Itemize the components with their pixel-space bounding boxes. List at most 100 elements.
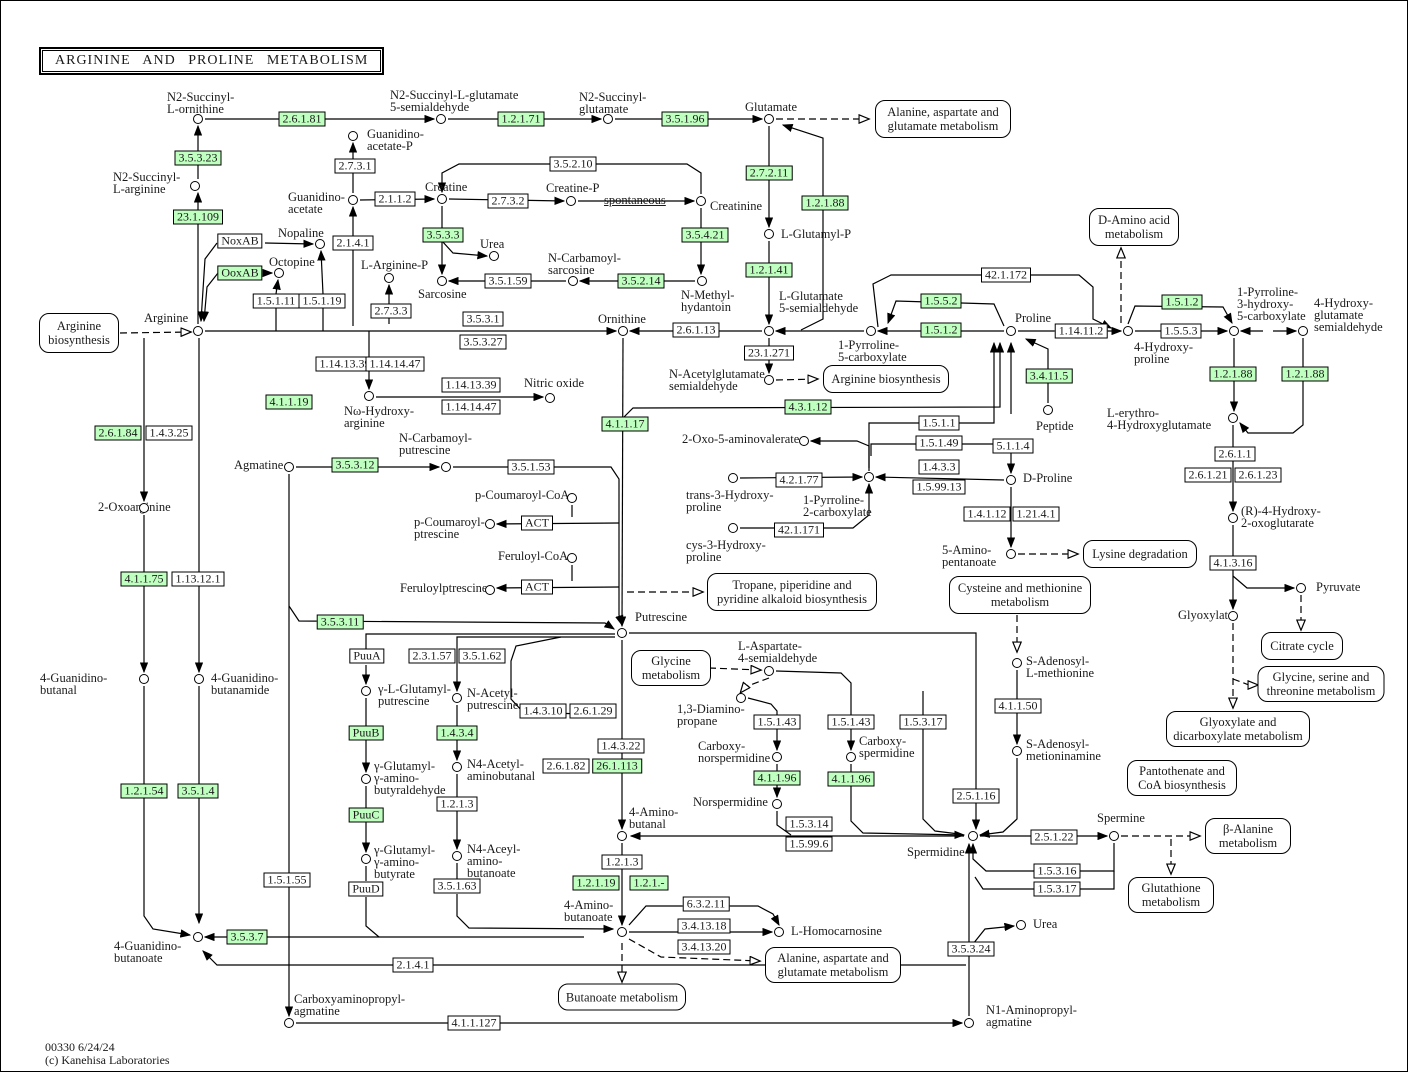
enzyme-box[interactable]: 4.1.1.50	[994, 698, 1042, 714]
compound-node[interactable]	[437, 194, 447, 204]
enzyme-box[interactable]: 1.2.1.41	[745, 262, 793, 278]
compound-node[interactable]	[361, 854, 371, 864]
compound-node[interactable]	[1006, 549, 1016, 559]
enzyme-box[interactable]: 2.7.3.3	[370, 303, 412, 319]
enzyme-box[interactable]: 2.6.1.23	[1234, 467, 1282, 483]
compound-node[interactable]	[617, 628, 627, 638]
compound-node[interactable]	[361, 686, 371, 696]
compound-node[interactable]	[348, 195, 358, 205]
enzyme-box[interactable]: 3.5.3.11	[316, 614, 364, 630]
enzyme-box[interactable]: 1.2.1.88	[1209, 366, 1257, 382]
enzyme-box[interactable]: PuuB	[348, 725, 384, 741]
enzyme-box[interactable]: 3.5.1.96	[661, 111, 709, 127]
enzyme-box[interactable]: 1.14.14.47	[365, 356, 425, 372]
compound-node[interactable]	[1229, 326, 1239, 336]
enzyme-box[interactable]: 2.1.4.1	[332, 235, 374, 251]
enzyme-box[interactable]: 3.5.3.7	[226, 929, 268, 945]
enzyme-box[interactable]: 2.7.2.11	[745, 165, 793, 181]
compound-node[interactable]	[193, 326, 203, 336]
enzyme-box[interactable]: 1.2.1.88	[1281, 366, 1329, 382]
compound-node[interactable]	[452, 693, 462, 703]
enzyme-box[interactable]: 1.5.99.6	[785, 836, 833, 852]
compound-node[interactable]	[1006, 326, 1016, 336]
enzyme-box[interactable]: 1.5.3.14	[785, 816, 833, 832]
enzyme-box[interactable]: PuuC	[348, 807, 384, 823]
enzyme-box[interactable]: 2.6.1.84	[94, 425, 142, 441]
enzyme-box[interactable]: 1.4.1.12	[963, 506, 1011, 522]
compound-node[interactable]	[284, 462, 294, 472]
enzyme-box[interactable]: 3.5.1.62	[458, 648, 506, 664]
pathway-link-box[interactable]: Lysine degradation	[1083, 540, 1197, 568]
enzyme-box[interactable]: 2.6.1.82	[542, 758, 590, 774]
enzyme-box[interactable]: 3.5.2.14	[617, 273, 665, 289]
enzyme-box[interactable]: 1.5.1.43	[827, 714, 875, 730]
enzyme-box[interactable]: PuuA	[349, 648, 385, 664]
enzyme-box[interactable]: 3.5.1.53	[507, 459, 555, 475]
enzyme-box[interactable]: 2.7.3.1	[334, 158, 376, 174]
enzyme-box[interactable]: 1.14.11.2	[1054, 323, 1108, 339]
enzyme-box[interactable]: 2.6.1.1	[1214, 446, 1256, 462]
enzyme-box[interactable]: 3.5.1.63	[433, 878, 481, 894]
compound-node[interactable]	[764, 229, 774, 239]
enzyme-box[interactable]: 1.4.3.25	[145, 425, 193, 441]
compound-node[interactable]	[190, 181, 200, 191]
enzyme-box[interactable]: 3.4.13.18	[677, 918, 731, 934]
compound-node[interactable]	[1043, 405, 1053, 415]
enzyme-box[interactable]: 2.1.4.1	[392, 957, 434, 973]
compound-node[interactable]	[799, 436, 809, 446]
enzyme-box[interactable]: 6.3.2.11	[682, 896, 730, 912]
compound-node[interactable]	[284, 1018, 294, 1028]
compound-node[interactable]	[1123, 326, 1133, 336]
compound-node[interactable]	[866, 326, 876, 336]
enzyme-box[interactable]: 42.1.171	[774, 522, 824, 538]
compound-node[interactable]	[139, 503, 149, 513]
compound-node[interactable]	[1016, 920, 1026, 930]
enzyme-box[interactable]: 2.5.1.22	[1030, 829, 1078, 845]
compound-node[interactable]	[1109, 831, 1119, 841]
enzyme-box[interactable]: OoxAB	[217, 265, 263, 281]
enzyme-box[interactable]: 1.5.3.17	[899, 714, 947, 730]
compound-node[interactable]	[452, 851, 462, 861]
compound-node[interactable]	[361, 774, 371, 784]
compound-node[interactable]	[545, 393, 555, 403]
enzyme-box[interactable]: 4.1.1.75	[120, 571, 168, 587]
enzyme-box[interactable]: 3.5.3.24	[947, 941, 995, 957]
compound-node[interactable]	[274, 268, 284, 278]
enzyme-box[interactable]: 1.2.1.3	[601, 854, 643, 870]
enzyme-box[interactable]: 1.13.12.1	[171, 571, 225, 587]
enzyme-box[interactable]: 1.5.1.2	[1161, 294, 1203, 310]
enzyme-box[interactable]: 1.4.3.3	[918, 459, 960, 475]
compound-node[interactable]	[697, 276, 707, 286]
compound-node[interactable]	[384, 273, 394, 283]
compound-node[interactable]	[193, 114, 203, 124]
compound-node[interactable]	[436, 114, 446, 124]
compound-node[interactable]	[1012, 658, 1022, 668]
compound-node[interactable]	[728, 473, 738, 483]
enzyme-box[interactable]: 2.3.1.57	[408, 648, 456, 664]
enzyme-box[interactable]: 1.5.1.43	[753, 714, 801, 730]
enzyme-box[interactable]: 5.1.1.4	[992, 438, 1034, 454]
compound-node[interactable]	[1228, 413, 1238, 423]
enzyme-box[interactable]: 1.14.13.39	[441, 377, 501, 393]
enzyme-box[interactable]: 1.2.1.3	[436, 796, 478, 812]
compound-node[interactable]	[1228, 513, 1238, 523]
compound-node[interactable]	[772, 799, 782, 809]
enzyme-box[interactable]: 42.1.172	[981, 267, 1031, 283]
compound-node[interactable]	[567, 553, 577, 563]
enzyme-box[interactable]: 3.4.13.20	[677, 939, 731, 955]
compound-node[interactable]	[1296, 583, 1306, 593]
compound-node[interactable]	[617, 927, 627, 937]
enzyme-box[interactable]: ACT	[521, 515, 553, 531]
enzyme-box[interactable]: 4.1.1.19	[265, 394, 313, 410]
enzyme-box[interactable]: 4.1.1.17	[601, 416, 649, 432]
enzyme-box[interactable]: NoxAB	[217, 233, 263, 249]
compound-node[interactable]	[618, 326, 628, 336]
enzyme-box[interactable]: 1.14.14.47	[441, 399, 501, 415]
